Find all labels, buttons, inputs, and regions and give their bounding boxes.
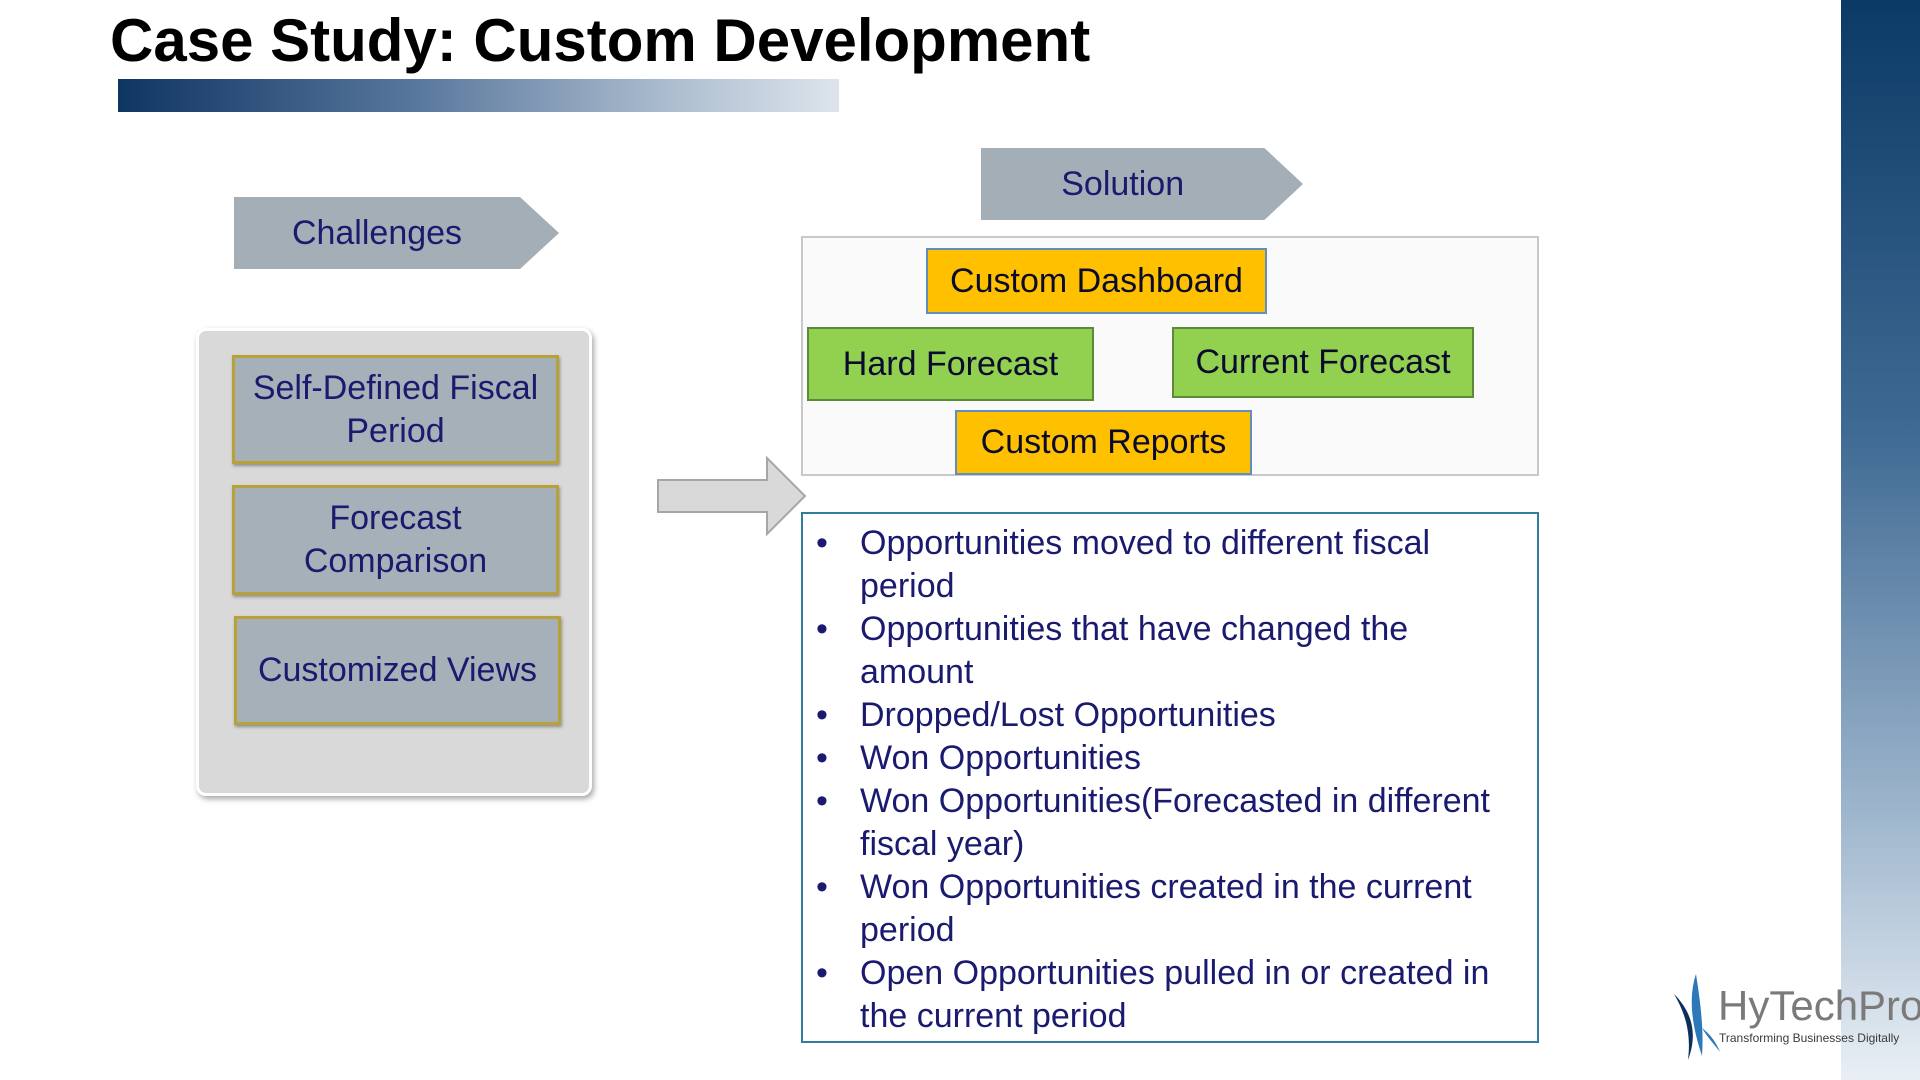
bullet-icon: • [816,739,828,777]
bullet-icon: • [816,954,828,992]
list-item: • Won Opportunities [813,737,1525,780]
bullet-icon: • [816,610,828,648]
solution-bullet-list: • Opportunities moved to different fiscal… [813,522,1525,1038]
list-item-text: Dropped/Lost Opportunities [860,696,1276,734]
challenge-item-fiscal-period: Self-Defined Fiscal Period [232,355,559,464]
list-item-text: Won Opportunities created in the current… [860,868,1472,949]
right-arrow-icon [657,456,807,536]
challenge-item-label: Self-Defined Fiscal Period [252,368,539,450]
list-item-text: Opportunities that have changed the amou… [860,610,1409,691]
list-item: • Won Opportunities(Forecasted in differe… [813,780,1525,866]
challenge-item-label: Forecast Comparison [303,499,488,580]
logo-wordmark: HyTechPro [1718,982,1920,1029]
hard-forecast-box: Hard Forecast [807,327,1094,401]
logo-tagline: Transforming Businesses Digitally [1719,1031,1900,1045]
challenge-item-label: Customized Views [257,651,538,689]
challenges-header-label: Challenges [291,213,463,252]
solution-header-arrow: Solution [981,148,1303,220]
title-gradient-bar [118,79,839,112]
solution-bullet-list-box: • Opportunities moved to different fiscal… [801,512,1539,1043]
solution-header-label: Solution [1061,164,1185,203]
challenge-item-customized-views: Customized Views [234,616,561,725]
slide-title: Case Study: Custom Development [110,7,1091,74]
decorative-side-band [1841,0,1920,1080]
bullet-icon: • [816,696,828,734]
list-item-text: Opportunities moved to different fiscal … [860,524,1431,605]
hytechpro-logo-icon [1674,974,1720,1060]
list-item: • Opportunities that have changed the amo… [813,608,1525,694]
custom-reports-box: Custom Reports [955,410,1252,475]
challenge-item-forecast-comparison: Forecast Comparison [232,485,559,595]
bullet-icon: • [816,782,828,820]
list-item: • Opportunities moved to different fiscal… [813,522,1525,608]
list-item: • Dropped/Lost Opportunities [813,694,1525,737]
list-item-text: Won Opportunities [860,739,1141,777]
list-item: • Won Opportunities created in the curren… [813,866,1525,952]
list-item: • Open Opportunities pulled in or created… [813,952,1525,1038]
bullet-icon: • [816,524,828,562]
challenges-header-arrow: Challenges [234,197,559,269]
current-forecast-box: Current Forecast [1172,327,1474,398]
list-item-text: Open Opportunities pulled in or created … [860,954,1490,1035]
custom-dashboard-box: Custom Dashboard [926,248,1267,314]
bullet-icon: • [816,868,828,906]
list-item-text: Won Opportunities(Forecasted in differen… [860,782,1490,863]
